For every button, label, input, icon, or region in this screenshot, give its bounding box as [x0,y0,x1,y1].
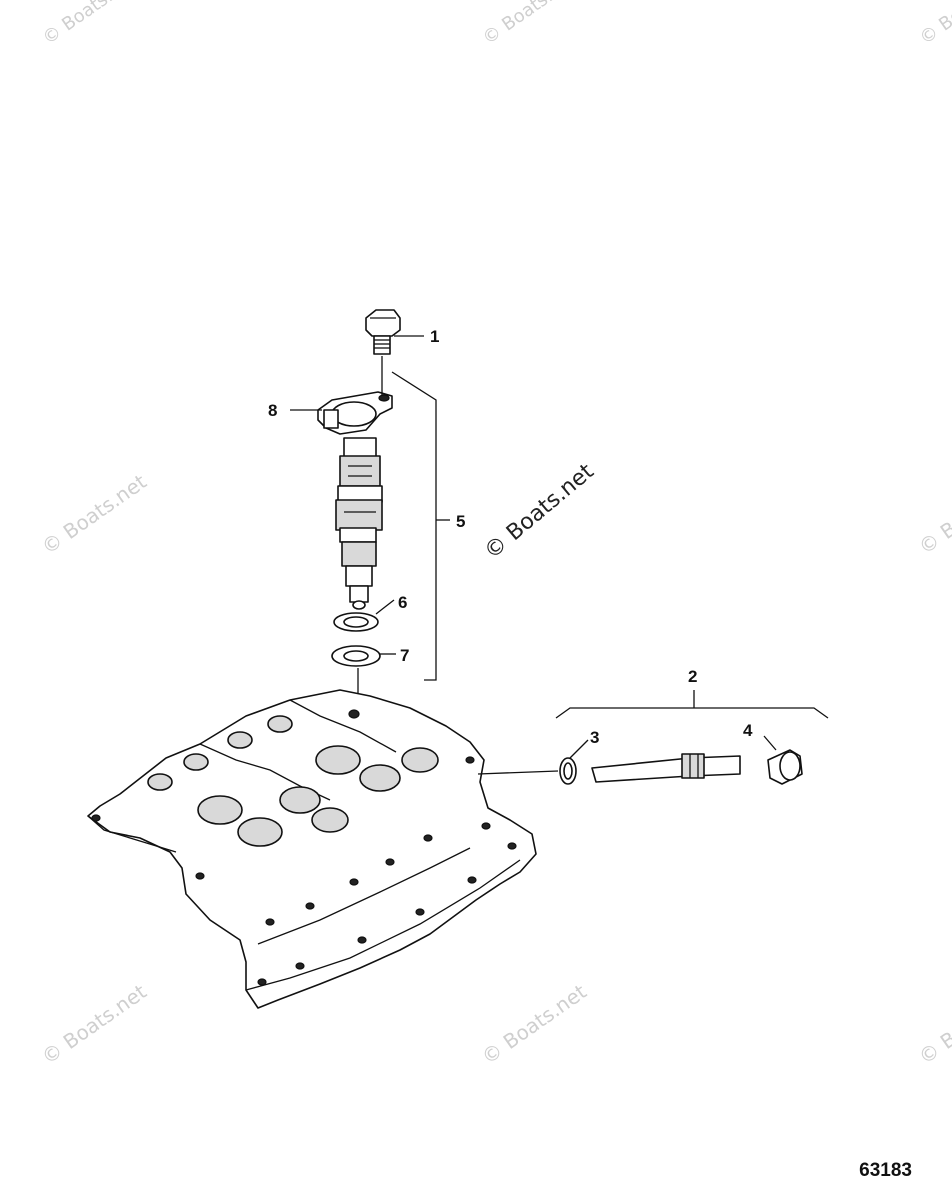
callout-4: 4 [743,721,753,740]
watermark-bottom-center: © Boats.net [477,979,591,1069]
watermark-top-right: © Boats.net [916,0,952,49]
watermark-mid-right: © Boats.net [914,469,952,559]
washer-part [331,645,381,667]
watermark-bottom-left: © Boats.net [37,979,151,1069]
callout-2: 2 [688,667,697,686]
watermark-center: © Boats.net [480,459,599,565]
callout-6: 6 [398,593,407,612]
watermark-bottom-right: © Boats.net [914,979,952,1069]
head-bores [147,715,439,847]
watermark-mid-left: © Boats.net [37,469,151,559]
watermark-top-center: © Boats.net [479,0,581,49]
callout-5: 5 [456,512,465,531]
callout-8: 8 [268,401,277,420]
clamp-part [317,391,393,435]
callout-1: 1 [430,327,439,346]
watermark-top-left: © Boats.net [39,0,141,49]
cylinder-head-part [87,689,537,1009]
figure-number: 63183 [859,1160,912,1181]
seal-ring-part [333,612,379,632]
bolt-part [365,309,401,386]
callout-7: 7 [400,646,409,665]
clip-part [559,757,577,785]
callout-3: 3 [590,728,599,747]
head-bolt-holes [91,709,517,986]
leader-lines [290,335,829,775]
fitting-nut-part [767,749,803,785]
injector-part [335,437,383,610]
callout-labels: 1 8 5 6 7 2 3 4 [268,327,753,747]
connector-tube-part [591,753,741,783]
